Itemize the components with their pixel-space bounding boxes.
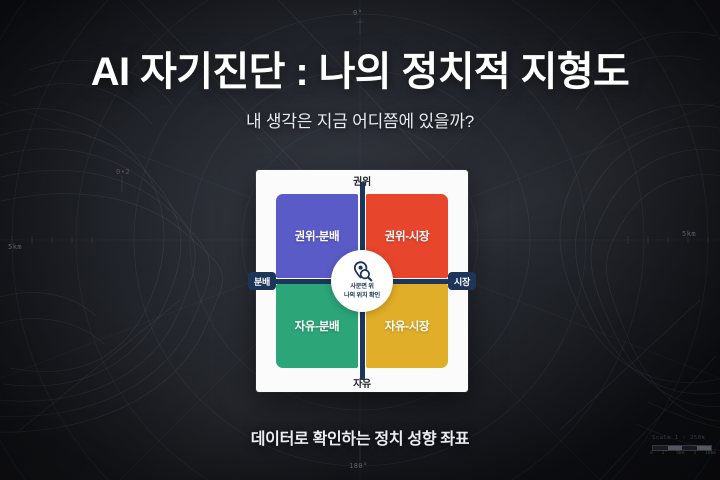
quadrant-label: 자유-분배 [294, 321, 340, 333]
scale-tick: 3 [693, 451, 697, 456]
scale-tick: 0 [650, 451, 653, 456]
axis-label-left: 분배 [248, 272, 276, 290]
quadrant-label: 권위-시장 [384, 231, 430, 243]
center-badge-line-1: 사분면 위 [350, 283, 374, 291]
quadrant-label: 권위-분배 [294, 231, 340, 243]
page-subtitle: 내 생각은 지금 어디쯤에 있을까? [245, 111, 475, 131]
scale-tick: 5km [676, 451, 685, 456]
axis-label-right: 시장 [448, 272, 476, 290]
center-badge-line-2: 나의 위치 확인 [344, 292, 380, 299]
page-title: AI 자기진단 : 나의 정치적 지형도 [90, 50, 630, 94]
center-position-badge[interactable]: 사분면 위 나의 위치 확인 [331, 250, 393, 312]
quadrant-label: 자유-시장 [384, 321, 430, 333]
bearing-marker-bottom: 180° [349, 462, 368, 470]
scale-marker-left: 5km [8, 243, 23, 251]
scale-marker-right: 5km [682, 230, 697, 238]
scale-tick: 2" [661, 451, 668, 456]
bearing-marker-top: 0° [353, 9, 363, 17]
axis-label-top: 권위 [353, 177, 371, 188]
contour-elevation-label: 0•2 [116, 168, 131, 176]
header: AI 자기진단 : 나의 정치적 지형도 내 생각은 지금 어디쯤에 있을까? [0, 50, 720, 132]
axis-label-bottom: 자유 [353, 379, 371, 390]
map-pin-search-icon [353, 261, 373, 282]
quadrant-grid: 권위-분배 권위-시장 자유-분배 자유-시장 권위 자유 분배 시장 [248, 177, 476, 390]
quadrant-chart-card: 권위-분배 권위-시장 자유-분배 자유-시장 권위 자유 분배 시장 [248, 170, 476, 392]
map-scale-ticks: 0 2" 5km 3 10km [650, 451, 716, 456]
scale-tick: 10km [704, 451, 716, 456]
footer-caption: 데이터로 확인하는 정치 성향 좌표 [250, 431, 470, 448]
